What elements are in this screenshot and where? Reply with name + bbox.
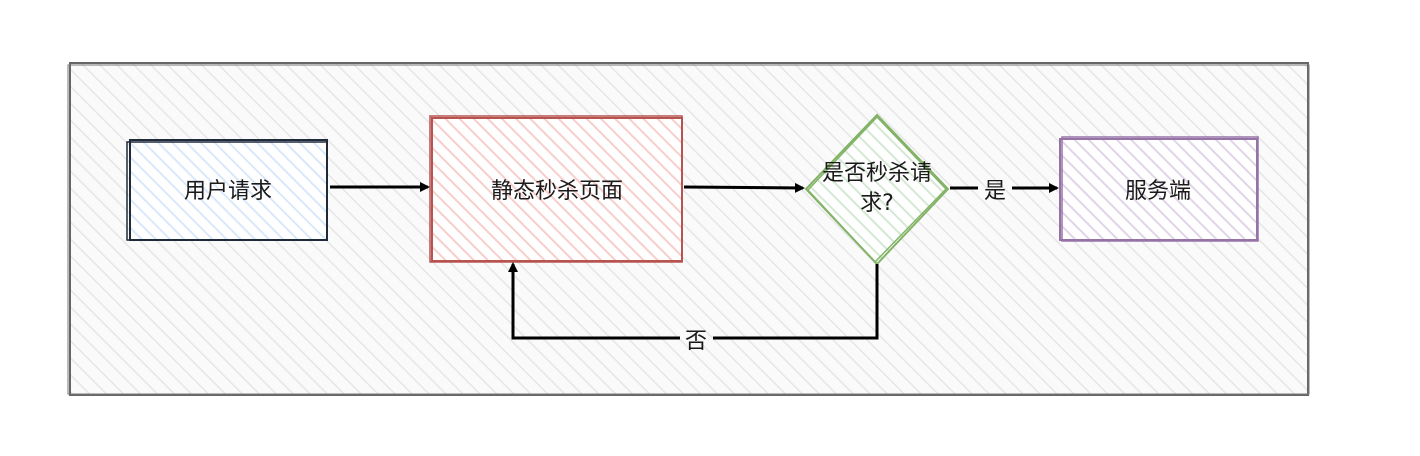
node-decision[interactable]: 是否秒杀请 求? — [804, 113, 950, 266]
node-user-request-label: 用户请求 — [184, 179, 272, 204]
edge-yes-label: 是 — [984, 179, 1006, 204]
edge-no-label: 否 — [685, 329, 707, 354]
node-server-label: 服务端 — [1125, 179, 1191, 204]
node-user-request[interactable]: 用户请求 — [126, 139, 328, 241]
edge-decision-to-server: 是 — [950, 179, 1059, 204]
node-server[interactable]: 服务端 — [1059, 136, 1259, 242]
edge-page-to-decision — [683, 182, 805, 193]
node-decision-label-line1: 是否秒杀请 — [822, 161, 932, 186]
node-static-page[interactable]: 静态秒杀页面 — [429, 115, 683, 263]
node-static-page-label: 静态秒杀页面 — [491, 179, 623, 204]
edge-decision-to-page: 否 — [508, 262, 879, 354]
node-decision-label-line2: 求? — [860, 191, 894, 216]
